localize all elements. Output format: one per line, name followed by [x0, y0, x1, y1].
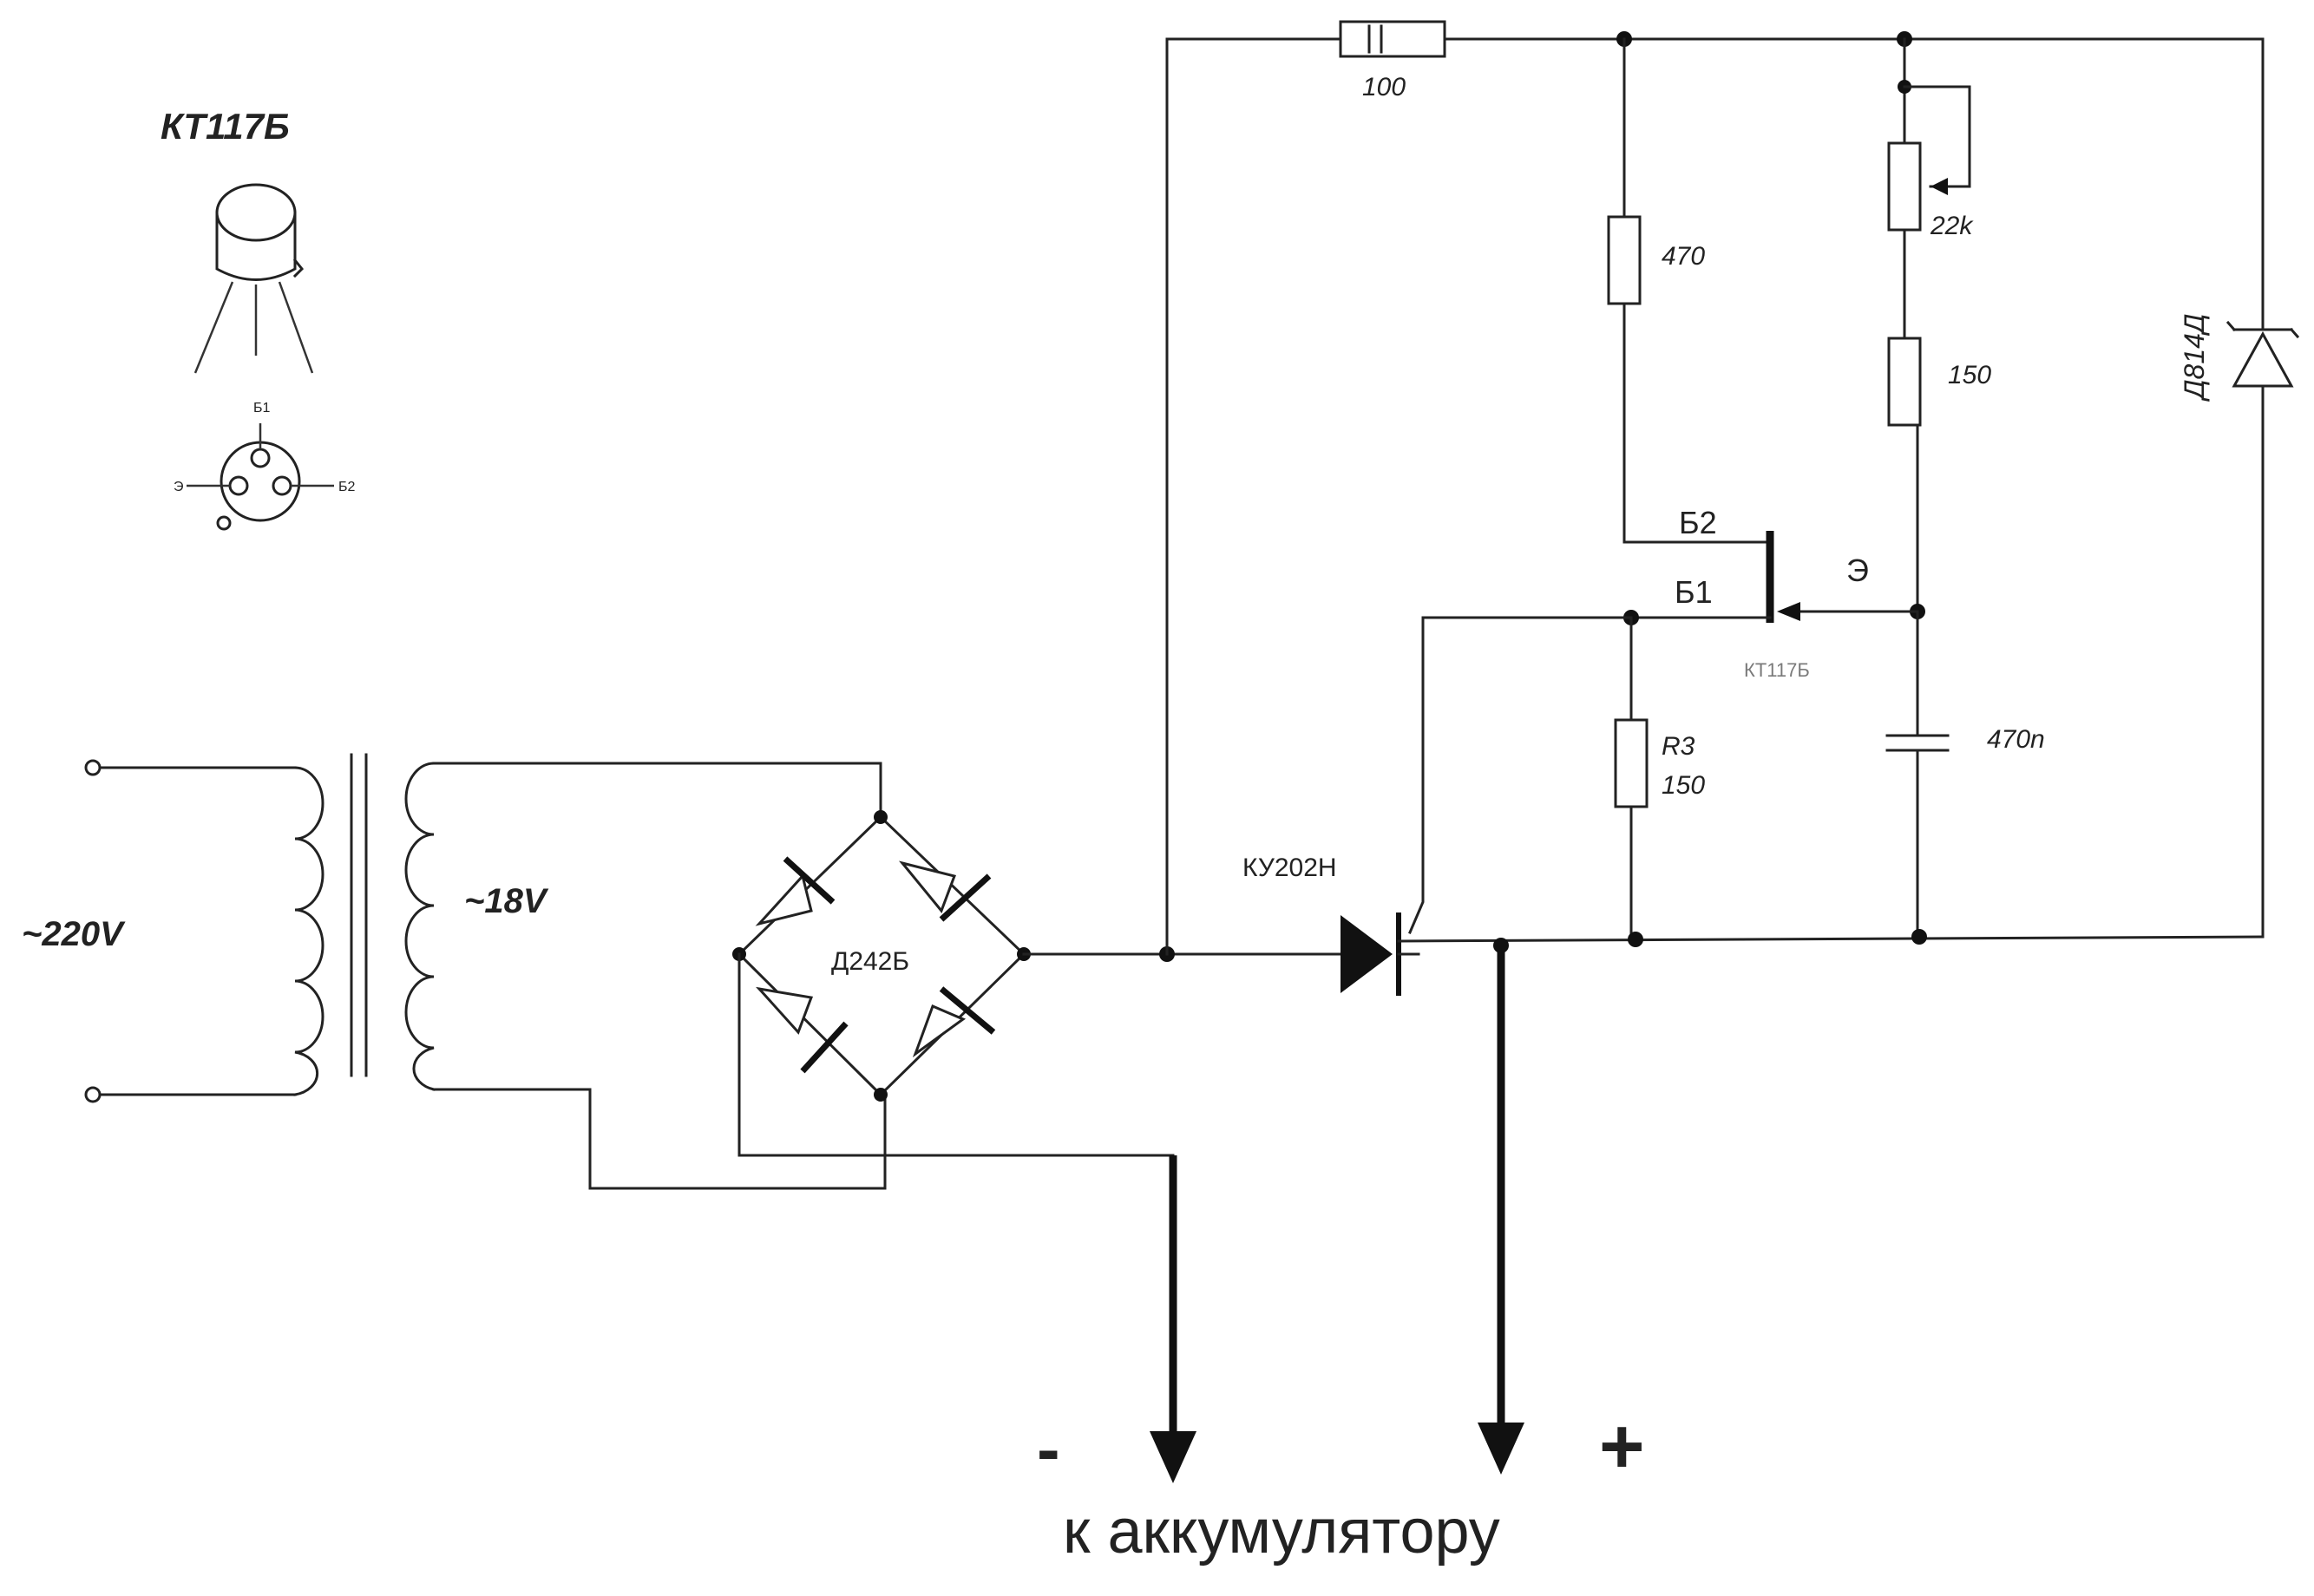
pinout-title: КТ117Б — [161, 106, 290, 147]
resistor-470 — [1607, 215, 1642, 305]
potentiometer-22k — [1887, 141, 1922, 232]
control-circuit: 100 470 22k 150 Д814Д Б2 — [1165, 20, 2300, 996]
bridge-diode-top-right-icon — [898, 860, 992, 922]
ujt-name-label: КТ117Б — [1744, 659, 1810, 681]
ujt-b1-label: Б1 — [1675, 574, 1713, 610]
output-caption: к аккумулятору — [1063, 1497, 1500, 1567]
resistor-100-value: 100 — [1362, 73, 1406, 101]
minus-sign: - — [1037, 1410, 1060, 1488]
secondary-wiring — [432, 762, 887, 1190]
resistor-470-value: 470 — [1662, 242, 1705, 271]
input-terminal-bottom — [84, 1086, 102, 1103]
pin-b1-label: Б1 — [253, 401, 271, 415]
input-terminal-top — [84, 759, 102, 776]
secondary-winding — [404, 762, 436, 1091]
bridge-diode-bottom-left-icon — [756, 986, 849, 1074]
r3-value: 150 — [1662, 771, 1705, 800]
minus-arrow-icon — [1150, 1431, 1196, 1483]
ujt-emitter-arrow-icon — [1777, 602, 1800, 621]
bridge-diode-bottom-right-icon — [912, 986, 996, 1058]
thyristor-label: КУ202Н — [1242, 854, 1337, 882]
pin-layout-icon — [187, 423, 334, 531]
secondary-voltage-label: ~18V — [464, 882, 549, 920]
ujt-e-label: Э — [1846, 553, 1869, 588]
plus-arrow-icon — [1478, 1423, 1524, 1475]
r3-name: R3 — [1662, 732, 1695, 761]
transformer: ~220V ~18V — [22, 753, 549, 1103]
resistor-100 — [1339, 20, 1446, 58]
primary-voltage-label: ~220V — [22, 915, 126, 953]
bridge-output-wiring — [737, 946, 1342, 1157]
capacitor-value: 470n — [1987, 725, 2045, 754]
zener-label: Д814Д — [2179, 314, 2210, 402]
resistor-r3 — [1614, 718, 1649, 808]
resistor-150 — [1887, 337, 1922, 427]
ujt-b2-label: Б2 — [1679, 505, 1717, 540]
output-leads: - + к аккумулятору — [1037, 945, 1645, 1567]
plus-sign: + — [1599, 1403, 1645, 1490]
primary-winding — [293, 766, 324, 1096]
resistor-150-value: 150 — [1948, 361, 1991, 389]
bridge-label: Д242Б — [831, 947, 909, 976]
bridge-diode-top-left-icon — [755, 856, 836, 926]
zener-diode-icon — [2232, 330, 2294, 388]
potentiometer-value: 22k — [1930, 212, 1974, 240]
transistor-can-icon — [193, 183, 314, 374]
pin-e-label: Э — [174, 480, 184, 494]
pin-b2-label: Б2 — [338, 480, 356, 494]
transistor-pinout: КТ117Б Б1 Э Б2 — [161, 106, 356, 531]
thyristor-icon — [1341, 915, 1393, 993]
diode-bridge: Д242Б — [732, 810, 1031, 1102]
